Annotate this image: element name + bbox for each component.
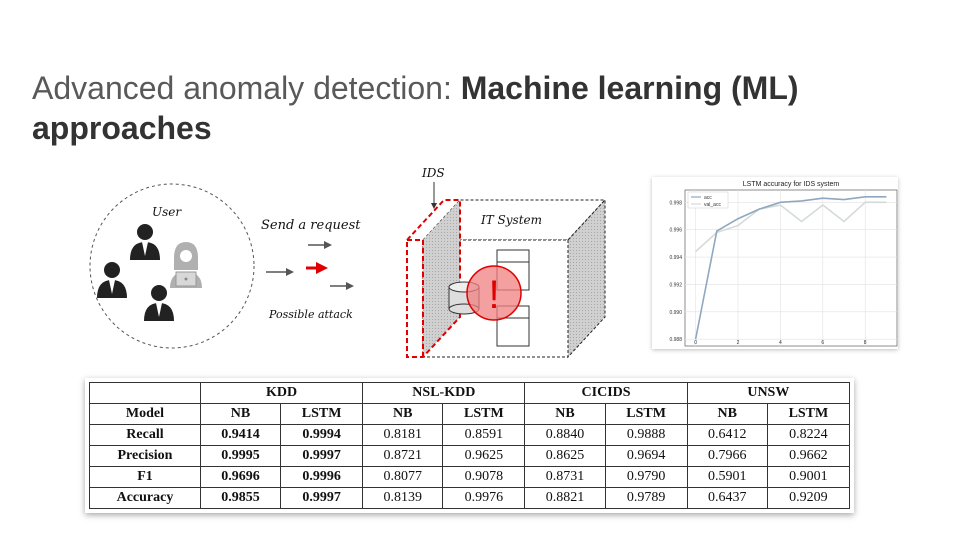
- group-header: CICIDS: [524, 382, 688, 404]
- table-cell: 0.9997: [280, 445, 364, 467]
- ids-label: IDS: [421, 166, 445, 180]
- table-cell: 0.8181: [362, 424, 444, 446]
- subheader: LSTM: [766, 403, 851, 425]
- table-cell: 0.9662: [766, 445, 851, 467]
- ids-diagram: User Send a request Possible attack IDS: [89, 166, 607, 359]
- title-plain: Advanced anomaly detection:: [32, 70, 461, 106]
- subheader: LSTM: [442, 403, 526, 425]
- subheader: NB: [199, 403, 282, 425]
- row-label: Recall: [89, 424, 201, 446]
- y-tick-label: 0.992: [669, 282, 682, 288]
- table-cell: 0.8625: [524, 445, 606, 467]
- y-tick-label: 0.996: [669, 228, 682, 234]
- legend-label: acc: [704, 195, 712, 201]
- row-label: Precision: [89, 445, 201, 467]
- table-cell: 0.9696: [199, 466, 282, 488]
- row-label: F1: [89, 466, 201, 488]
- table-cell: 0.9855: [199, 487, 282, 509]
- table-cell: 0.9976: [442, 487, 526, 509]
- y-tick-label: 0.998: [669, 200, 682, 206]
- group-header: UNSW: [686, 382, 851, 404]
- group-header: NSL-KDD: [362, 382, 526, 404]
- title-bold-2: approaches: [32, 110, 212, 146]
- table-cell: 0.8721: [362, 445, 444, 467]
- ids-boundary: [406, 199, 461, 358]
- table-cell: 0.9001: [766, 466, 851, 488]
- x-tick-label: 2: [737, 340, 740, 346]
- y-tick-label: 0.988: [669, 337, 682, 343]
- subheader: NB: [362, 403, 444, 425]
- send-request-label: Send a request: [261, 218, 361, 233]
- series-line-val-acc: [695, 201, 887, 253]
- table-cell: 0.6437: [686, 487, 768, 509]
- table-cell: 0.8077: [362, 466, 444, 488]
- legend-label: val_acc: [704, 202, 721, 208]
- user-circle: [89, 183, 255, 349]
- plot-area: [684, 189, 898, 347]
- table-cell: 0.6412: [686, 424, 768, 446]
- it-system-label: IT System: [480, 213, 542, 227]
- table-cell: 0.9209: [766, 487, 851, 509]
- possible-attack-label: Possible attack: [268, 308, 353, 321]
- subheader: LSTM: [280, 403, 364, 425]
- y-tick-label: 0.994: [669, 255, 682, 261]
- table-cell: 0.9790: [604, 466, 688, 488]
- table-cell: 0.9414: [199, 424, 282, 446]
- table-cell: 0.9888: [604, 424, 688, 446]
- chart-plot: LSTM accuracy for IDS system 0 2 4 6 8 0.988 0…: [669, 181, 898, 347]
- corner-cell: [89, 382, 201, 404]
- x-tick-label: 8: [864, 340, 867, 346]
- alert-glyph: !: [488, 273, 499, 317]
- table-cell: 0.7966: [686, 445, 768, 467]
- table-cell: 0.8139: [362, 487, 444, 509]
- table-cell: 0.9694: [604, 445, 688, 467]
- alert-icon: [466, 265, 522, 321]
- y-tick-label: 0.990: [669, 310, 682, 316]
- table-cell: 0.9995: [199, 445, 282, 467]
- group-header: KDD: [199, 382, 364, 404]
- chart-title: LSTM accuracy for IDS system: [743, 181, 840, 188]
- lstm-accuracy-chart: LSTM accuracy for IDS system 0 2 4 6 8 0.988 0…: [652, 177, 898, 349]
- table-cell: 0.8591: [442, 424, 526, 446]
- table-cell: 0.9789: [604, 487, 688, 509]
- table-cell: 0.8224: [766, 424, 851, 446]
- it-system-cube: [421, 198, 607, 359]
- table-cell: 0.9994: [280, 424, 364, 446]
- table-cell: 0.9997: [280, 487, 364, 509]
- subheader: NB: [524, 403, 606, 425]
- series-line-acc: [694, 196, 887, 340]
- title-bold-1: Machine learning (ML): [460, 70, 799, 106]
- user-label: User: [152, 205, 182, 219]
- x-tick-label: 6: [821, 340, 824, 346]
- x-tick-label: 0: [694, 340, 697, 346]
- slide-title: Advanced anomaly detection: Machine lear…: [32, 68, 912, 148]
- table-cell: 0.9996: [280, 466, 364, 488]
- table-cell: 0.8731: [524, 466, 606, 488]
- table-cell: 0.8821: [524, 487, 606, 509]
- table-cell: 0.5901: [686, 466, 768, 488]
- table-cell: 0.9625: [442, 445, 526, 467]
- request-arrow: [266, 268, 294, 276]
- request-arrow: [308, 241, 332, 249]
- person-icon: [144, 285, 174, 321]
- x-tick-label: 4: [779, 340, 782, 346]
- attack-arrow: [306, 262, 328, 274]
- person-icon: [130, 224, 160, 260]
- subheader: NB: [686, 403, 768, 425]
- person-icon: [97, 262, 127, 298]
- model-header: Model: [89, 403, 201, 425]
- request-arrow: [330, 282, 354, 290]
- hacker-icon: [170, 242, 202, 288]
- subheader: LSTM: [604, 403, 688, 425]
- table-cell: 0.8840: [524, 424, 606, 446]
- row-label: Accuracy: [89, 487, 201, 509]
- table-cell: 0.9078: [442, 466, 526, 488]
